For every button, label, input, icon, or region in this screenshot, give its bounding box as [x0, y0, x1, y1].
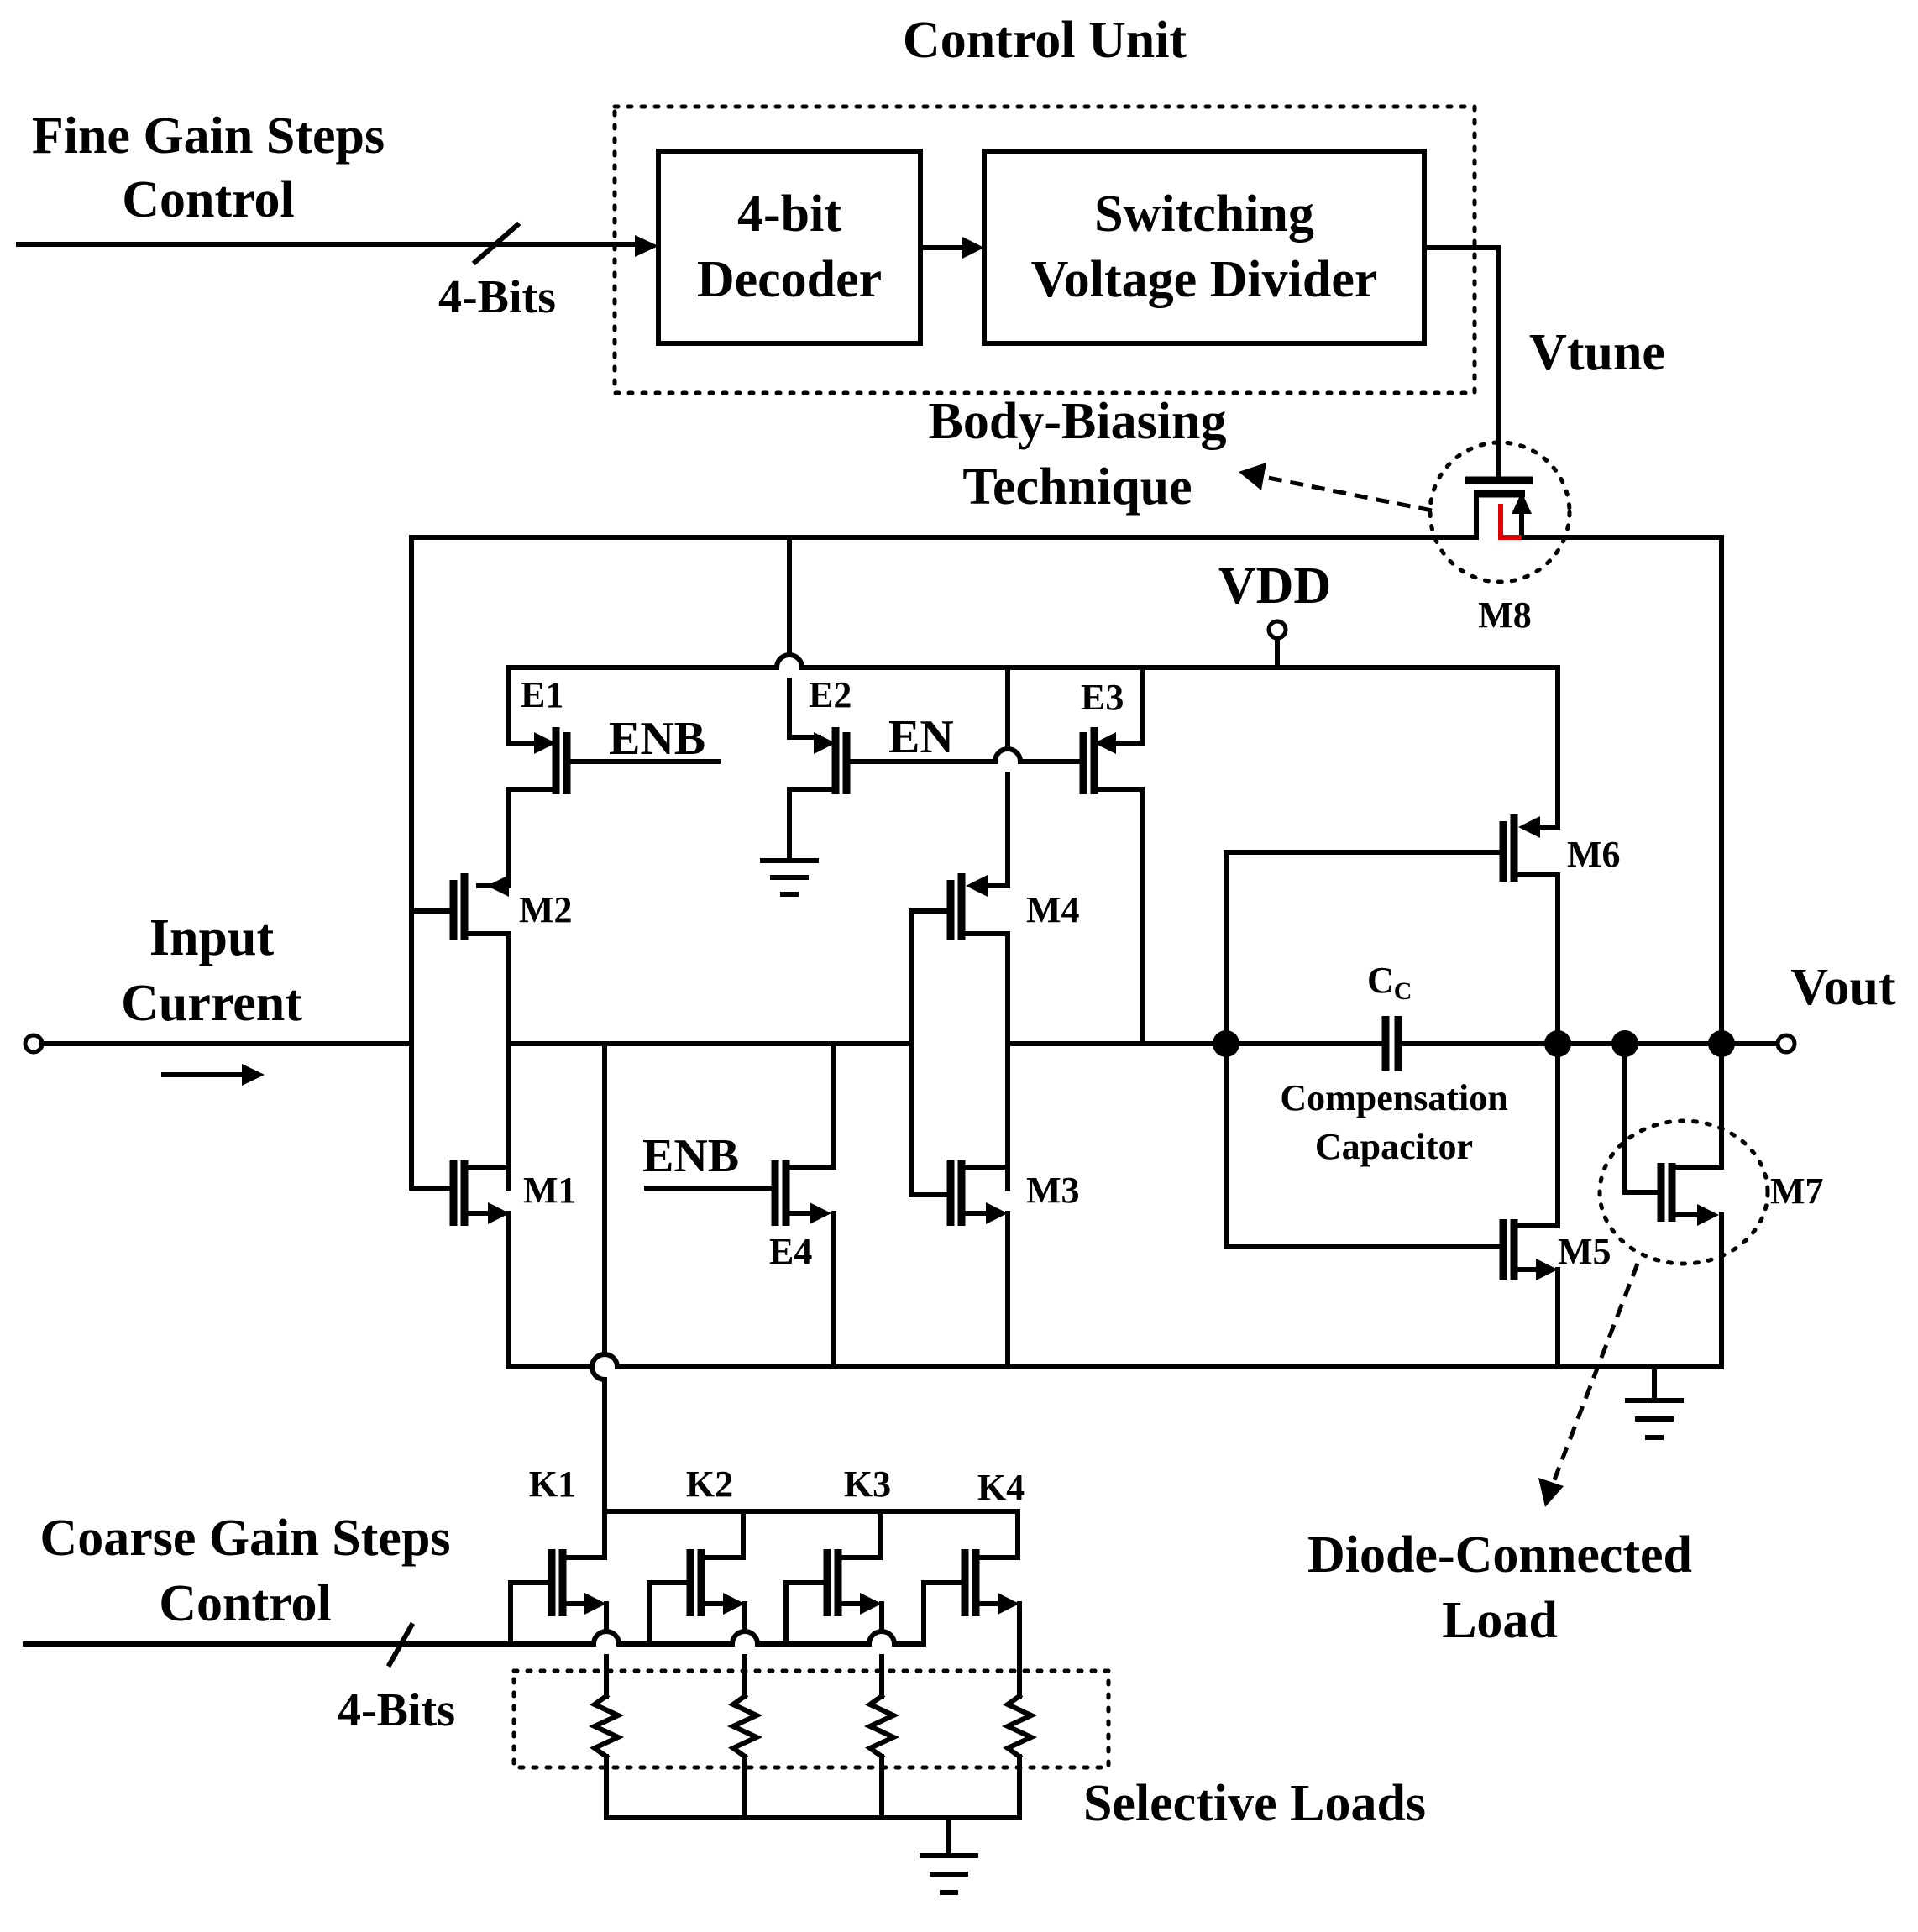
- control-unit-boundary: [612, 104, 1477, 395]
- body-bias-pointer-head: [1239, 463, 1266, 490]
- fine-bits-label: 4-Bits: [438, 271, 556, 323]
- coarse-gain-label-1: Coarse Gain Steps: [39, 1510, 450, 1567]
- vdd-label: VDD: [1218, 558, 1331, 615]
- m6-label: M6: [1567, 834, 1621, 875]
- m3-label: M3: [1026, 1170, 1080, 1211]
- cc-label: CC: [1367, 960, 1412, 1005]
- m5-transistor: [1499, 1041, 1560, 1369]
- m4-label: M4: [1026, 889, 1080, 930]
- selective-loads-boundary: [511, 1668, 1111, 1770]
- coarse-bus-slash: [385, 1621, 416, 1668]
- m2-label: M2: [519, 889, 573, 930]
- compensation-label-1: Compensation: [1280, 1077, 1507, 1118]
- coarse-bits-label: 4-Bits: [338, 1684, 455, 1736]
- m7-highlight-circle: [1597, 1118, 1770, 1266]
- fine-gain-label-2: Control: [122, 171, 295, 228]
- k2-resistor: [726, 1692, 763, 1761]
- input-label-2: Current: [121, 975, 302, 1032]
- vtune-label: Vtune: [1529, 324, 1665, 381]
- diode-load-pointer-head: [1538, 1478, 1564, 1507]
- en-label: EN: [888, 711, 954, 763]
- k1-resistor: [588, 1692, 625, 1761]
- junction-vout: [1708, 1030, 1735, 1057]
- m1-transistor: [409, 1158, 511, 1369]
- m8-transistor: [1428, 440, 1572, 584]
- k2-label: K2: [686, 1463, 733, 1505]
- k2-transistor: [647, 1509, 763, 1820]
- e3-transistor: [1079, 665, 1145, 1046]
- top-rail-right: [1538, 535, 1724, 1046]
- compensation-label-2: Capacitor: [1315, 1126, 1473, 1167]
- fine-gain-input-arrow: [635, 235, 658, 257]
- selective-loads-label: Selective Loads: [1083, 1775, 1426, 1832]
- m1-label: M1: [523, 1170, 577, 1211]
- e1-transistor: [506, 665, 721, 859]
- e1-label: E1: [521, 674, 563, 715]
- m2-transistor: [409, 854, 511, 1191]
- control-unit-title: Control Unit: [903, 12, 1187, 69]
- diode-load-label-2: Load: [1442, 1592, 1558, 1649]
- body-bias-label-1: Body-Biasing: [929, 393, 1227, 450]
- m4-transistor: [909, 665, 1010, 1197]
- body-bias-pointer: [1263, 474, 1433, 513]
- diode-load-label-1: Diode-Connected: [1307, 1526, 1692, 1584]
- decoder-label-2: Decoder: [697, 251, 882, 308]
- body-bias-label-2: Technique: [962, 458, 1192, 516]
- junction-cc-right: [1544, 1030, 1571, 1057]
- m8-body-bias: [1498, 504, 1522, 540]
- k1-label: K1: [529, 1463, 576, 1505]
- voltage-divider-block: [982, 149, 1427, 346]
- vout-terminal: [1775, 1033, 1797, 1055]
- m8-label: M8: [1478, 594, 1532, 636]
- m3-transistor: [946, 1158, 1010, 1369]
- k3-label: K3: [844, 1463, 891, 1505]
- input-current-arrow: [242, 1064, 265, 1086]
- e4-label: E4: [769, 1231, 812, 1272]
- decoder-block: [656, 149, 923, 346]
- m5-label: M5: [1558, 1231, 1611, 1272]
- coarse-gain-label-2: Control: [159, 1575, 332, 1632]
- divider-label-1: Switching: [1094, 186, 1314, 243]
- k4-transistor: [921, 1509, 1038, 1820]
- divider-label-2: Voltage Divider: [1031, 251, 1378, 308]
- junction-cc-left: [1213, 1030, 1239, 1057]
- k3-transistor: [783, 1509, 900, 1820]
- diode-load-pointer: [1551, 1263, 1640, 1483]
- decoder-to-divider-arrow: [962, 237, 984, 259]
- vout-label: Vout: [1790, 959, 1896, 1016]
- m7-transistor: [1597, 1041, 1770, 1369]
- e2-transistor: [760, 727, 1086, 897]
- enb-top-label: ENB: [609, 713, 705, 765]
- control-unit: [16, 104, 1501, 481]
- vtune-wire: [1422, 245, 1501, 481]
- decoder-label-1: 4-bit: [737, 186, 841, 243]
- input-label-1: Input: [149, 909, 275, 966]
- junction-m7-gate: [1611, 1030, 1638, 1057]
- m7-label: M7: [1770, 1170, 1824, 1212]
- k4-label: K4: [977, 1467, 1025, 1508]
- k4-resistor: [1001, 1692, 1038, 1761]
- e2-label: E2: [809, 674, 852, 715]
- k1-transistor: [508, 1509, 625, 1820]
- k3-resistor: [863, 1692, 900, 1761]
- e3-label: E3: [1081, 677, 1124, 718]
- fine-bus-slash: [471, 221, 521, 266]
- enb-bottom-label: ENB: [642, 1130, 739, 1182]
- fine-gain-label-1: Fine Gain Steps: [32, 107, 385, 165]
- e4-transistor: [644, 1041, 836, 1369]
